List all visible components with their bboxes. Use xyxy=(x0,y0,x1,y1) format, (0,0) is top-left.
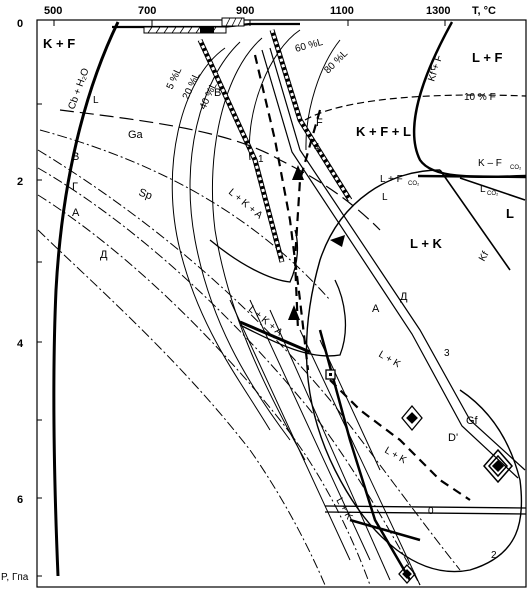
path-f-band-inner xyxy=(270,29,352,201)
square-symbol-inner xyxy=(329,373,332,376)
field-lk: L + K xyxy=(410,236,443,251)
top-hatched-bar xyxy=(143,26,227,34)
diamond-bottom xyxy=(398,564,416,584)
label-lk-3: L + K xyxy=(383,445,409,466)
label-lf-co2-sub: CO₂ xyxy=(408,181,420,187)
label-pct20: 20 %L xyxy=(181,71,203,102)
dashdot-a xyxy=(37,194,371,586)
label-g: Г xyxy=(72,181,78,193)
lk-field-loop xyxy=(305,169,523,573)
y-tick-6: 6 xyxy=(17,494,23,506)
diamond-mid xyxy=(401,404,423,432)
lower-diagonals xyxy=(229,299,421,586)
label-path-b: B xyxy=(214,87,221,99)
label-path-d: Д xyxy=(400,291,408,303)
arrow-up-1 xyxy=(292,165,304,180)
x-tick-900: 900 xyxy=(236,5,254,17)
trajectory-inner xyxy=(261,49,519,479)
ga-line xyxy=(59,109,381,231)
label-n0: 0 xyxy=(428,506,434,517)
label-n1: 1 xyxy=(258,154,264,165)
path-b-band xyxy=(197,38,285,263)
label-d-left: Д xyxy=(100,249,108,261)
pct-melt-80 xyxy=(305,39,341,151)
label-path-f: F xyxy=(316,117,323,129)
label-v: В xyxy=(72,151,79,163)
top-block xyxy=(200,26,214,33)
field-l: L xyxy=(506,206,514,221)
kf-right-line xyxy=(439,169,526,271)
cb-h2o-curve xyxy=(52,21,120,577)
y-axis xyxy=(37,103,42,577)
x-tick-700: 700 xyxy=(138,5,156,17)
label-path-a: A xyxy=(372,303,380,315)
diamond-large xyxy=(483,448,513,484)
dashed-path-1 xyxy=(253,54,310,371)
plot-frame xyxy=(36,19,527,588)
trajectory-outer xyxy=(269,47,526,471)
label-d-prime: D' xyxy=(448,432,458,444)
x-axis-unit: T, °C xyxy=(472,5,496,17)
field-lf: L + F xyxy=(472,50,503,65)
label-l-cb: L xyxy=(93,95,99,106)
field-kfl: K + F + L xyxy=(356,124,411,139)
thick-diagonal xyxy=(318,329,412,581)
bar-6-2 xyxy=(349,518,421,542)
dashdot-d xyxy=(37,229,326,586)
dashdot-g xyxy=(37,167,421,586)
label-gf: Gf xyxy=(466,415,479,427)
y-tick-2: 2 xyxy=(17,176,23,188)
pct-melt-5 xyxy=(171,47,271,431)
label-pct5: 5 %L xyxy=(165,66,185,92)
lka-loop-2 xyxy=(239,279,347,357)
label-l-co2: L xyxy=(480,184,486,195)
label-l-kf: L xyxy=(430,62,436,73)
x-tick-500: 500 xyxy=(44,5,62,17)
field-kf: K + F xyxy=(43,36,75,51)
label-sp: Sp xyxy=(137,187,154,203)
k-fco2-line xyxy=(417,174,527,179)
label-n4: 4 xyxy=(314,142,320,153)
x-tick-1300: 1300 xyxy=(426,5,450,17)
label-pct60: 60 %L xyxy=(294,37,325,55)
dashed-path-3 xyxy=(329,379,471,501)
label-l-small: L xyxy=(382,192,388,203)
label-a-left: А xyxy=(72,207,80,219)
label-n3: 3 xyxy=(444,348,450,359)
label-10pct-f: 10 % F xyxy=(464,92,496,103)
dashed-path-2 xyxy=(293,109,322,331)
bar-4gpa xyxy=(239,320,311,354)
y-tick-4: 4 xyxy=(17,338,24,350)
y-axis-unit: P, Гпа xyxy=(1,572,29,583)
arrow-left xyxy=(330,235,345,247)
label-kf-right: Kf xyxy=(477,250,491,264)
top-hatch-lines-2 xyxy=(225,17,243,27)
label-lk-2: L + K xyxy=(377,349,403,370)
label-lka-1: L + K + A xyxy=(226,187,265,222)
dashdot-sp xyxy=(39,129,331,301)
label-lf-co2: L + F xyxy=(380,174,403,185)
arrow-up-2 xyxy=(288,305,300,320)
lka-loop xyxy=(209,229,299,283)
path-b-band-inner xyxy=(198,39,284,263)
x-tick-1100: 1100 xyxy=(330,5,354,17)
label-n2: 2 xyxy=(491,550,497,561)
label-fco2-sub: CO₂ xyxy=(510,165,522,171)
top-hatched-bar-2 xyxy=(221,17,245,27)
label-cb-h2o: Cb + H₂O xyxy=(66,67,91,111)
bar-6gpa xyxy=(324,505,527,515)
dashdot-v xyxy=(37,149,461,571)
pct-melt-40 xyxy=(211,37,306,461)
pct-melt-20 xyxy=(189,41,291,441)
label-co2-sub: CO₂ xyxy=(487,191,499,197)
y-tick-0: 0 xyxy=(17,18,23,30)
label-ga: Ga xyxy=(128,129,144,141)
label-k-fco2: K – F xyxy=(478,158,502,169)
